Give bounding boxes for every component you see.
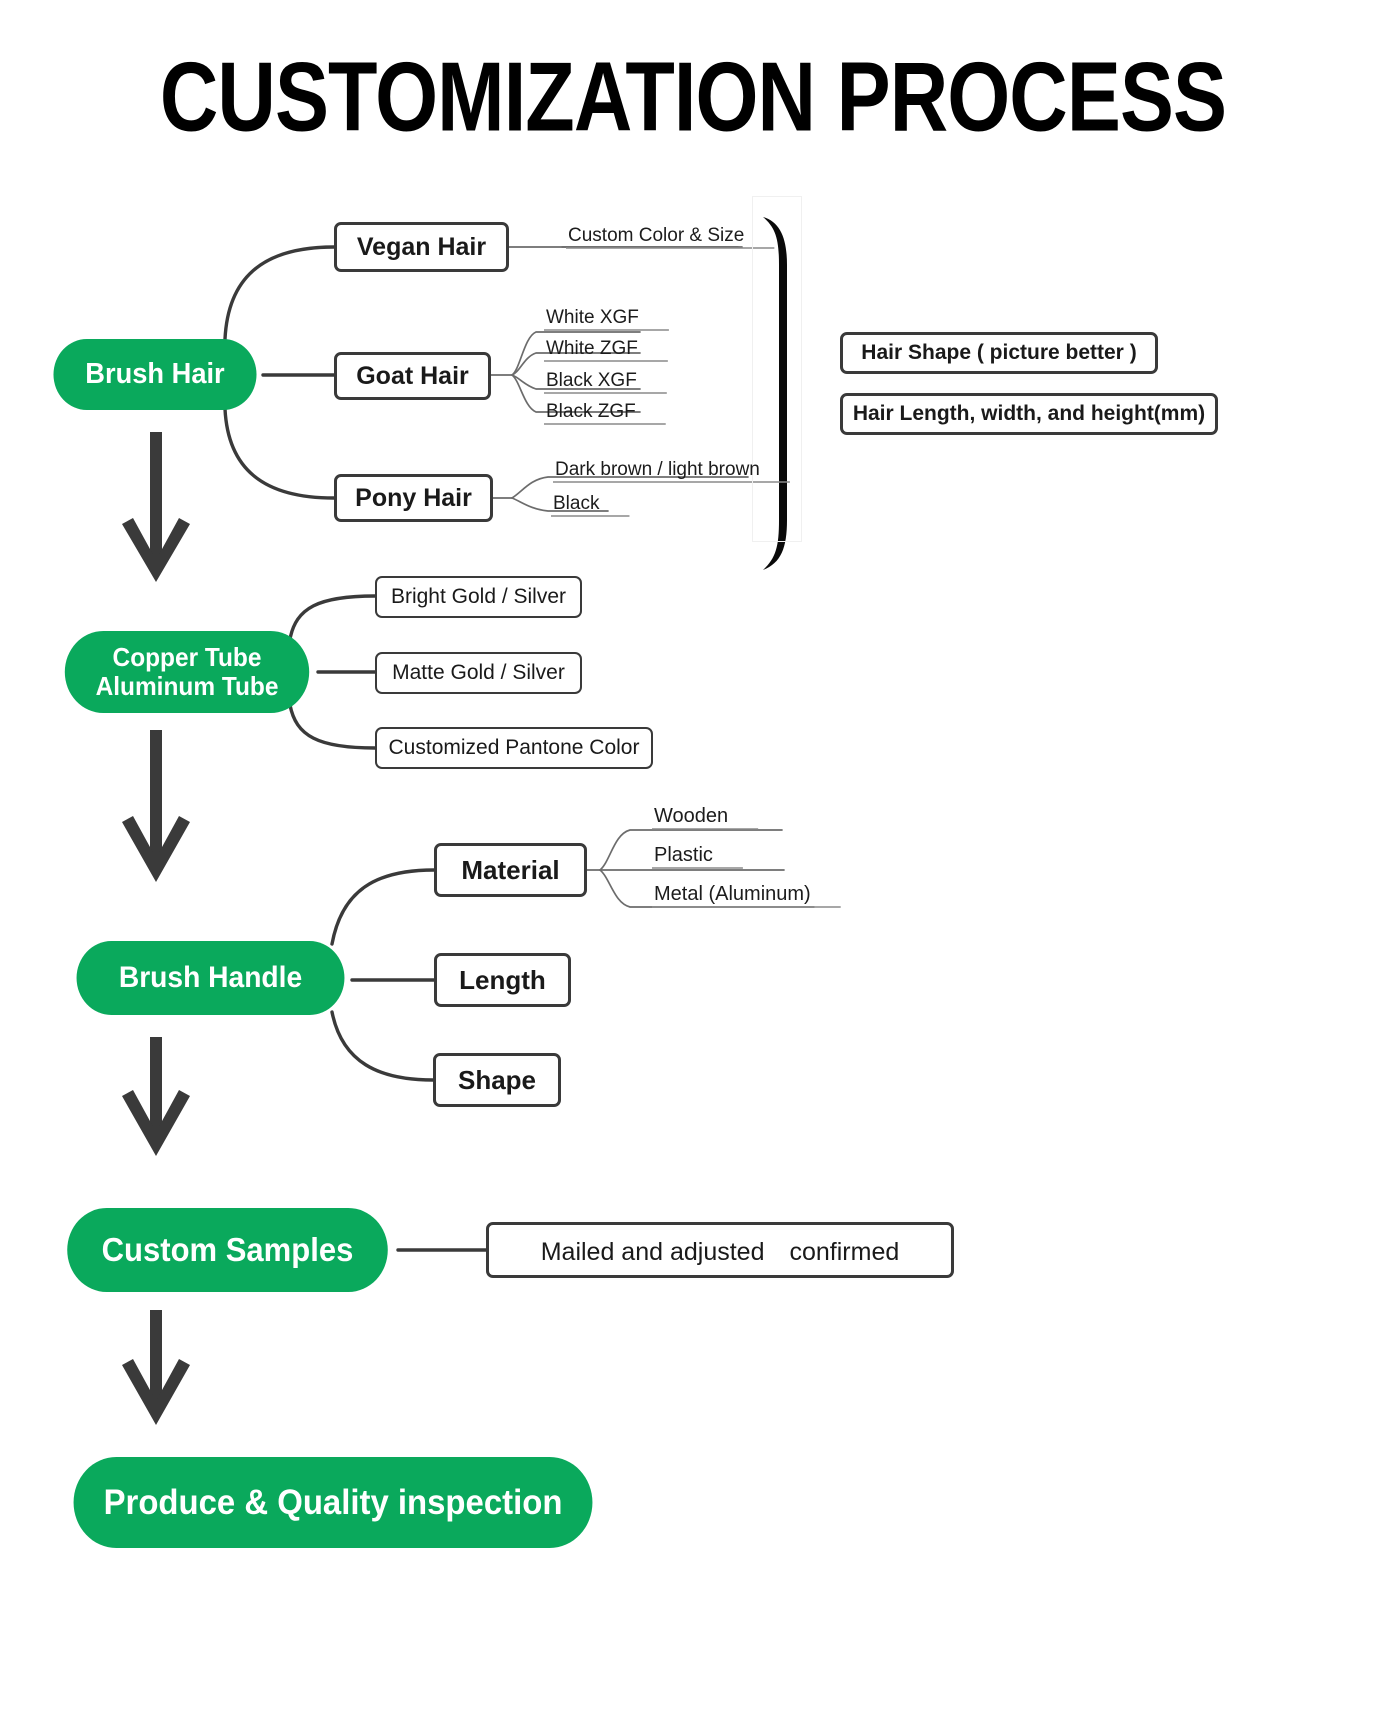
flow-arrow-4 (122, 1310, 190, 1425)
leaf-label-black-zgf: Black ZGF (546, 401, 636, 422)
leaf-label-plastic: Plastic (654, 844, 713, 866)
stage-pill-custom-samples[interactable]: Custom Samples (67, 1208, 388, 1292)
branch-box-bright-gold-silver[interactable]: Bright Gold / Silver (375, 576, 582, 618)
branch-box-goat-hair[interactable]: Goat Hair (334, 352, 491, 400)
connector-pony-leaf-1 (511, 497, 609, 512)
connector-material-leaf-0 (599, 829, 783, 871)
leaf-label-wooden: Wooden (654, 805, 729, 827)
leaf-label-black-xgf: Black XGF (546, 370, 637, 391)
connector-material-leaf-2 (599, 869, 815, 908)
stage-pill-produce-quality-inspection[interactable]: Produce & Quality inspection (73, 1457, 593, 1548)
leaf-label-white-zgf: White ZGF (546, 338, 638, 359)
stage-pill-tube-line1: Copper Tube (112, 641, 262, 672)
stage-pill-brush-hair[interactable]: Brush Hair (53, 339, 257, 410)
connector-goat-leaf-0 (511, 331, 641, 376)
connector-goat-leaf-2 (511, 374, 641, 390)
connector-goat-leaf-3 (511, 374, 641, 413)
connector-brushhair-pony (223, 407, 336, 500)
stage-pill-tube[interactable]: Copper Tube Aluminum Tube (64, 631, 310, 713)
leaf-label-white-xgf: White XGF (546, 307, 639, 328)
branch-box-pony-hair[interactable]: Pony Hair (334, 474, 493, 522)
note-box-samples-status[interactable]: Mailed and adjusted confirmed (486, 1222, 954, 1278)
branch-box-matte-gold-silver[interactable]: Matte Gold / Silver (375, 652, 582, 694)
flow-arrow-3 (122, 1037, 190, 1156)
leaf-label-dark-light-brown: Dark brown / light brown (555, 459, 760, 480)
connector-handle-branch-2 (330, 1010, 435, 1082)
bracket-frame (752, 196, 802, 542)
branch-box-vegan-hair[interactable]: Vegan Hair (334, 222, 509, 272)
connector-goat-leaf-1 (511, 352, 641, 376)
note-box-hair-shape[interactable]: Hair Shape ( picture better ) (840, 332, 1158, 374)
branch-box-shape[interactable]: Shape (433, 1053, 561, 1107)
flow-arrow-2 (122, 730, 190, 882)
branch-box-material[interactable]: Material (434, 843, 587, 897)
connector-brushhair-vegan (223, 245, 336, 341)
leaf-label-black: Black (553, 493, 600, 514)
connector-tube-branch-0 (288, 594, 377, 641)
connector-handle-branch-0 (330, 868, 436, 946)
connector-pony-leaf-0 (511, 476, 749, 499)
page-title: CUSTOMIZATION PROCESS (159, 41, 1227, 153)
stage-pill-brush-handle[interactable]: Brush Handle (76, 941, 345, 1015)
branch-box-customized-pantone-color[interactable]: Customized Pantone Color (375, 727, 653, 769)
flow-arrow-1 (122, 432, 190, 582)
branch-box-length[interactable]: Length (434, 953, 571, 1007)
stage-pill-tube-line2: Aluminum Tube (95, 671, 279, 701)
note-box-hair-dimensions[interactable]: Hair Length, width, and height(mm) (840, 393, 1218, 435)
connector-tube-branch-2 (288, 703, 377, 750)
leaf-label-custom-color-size: Custom Color & Size (568, 225, 745, 246)
leaf-label-metal-aluminum: Metal (Aluminum) (654, 883, 811, 905)
